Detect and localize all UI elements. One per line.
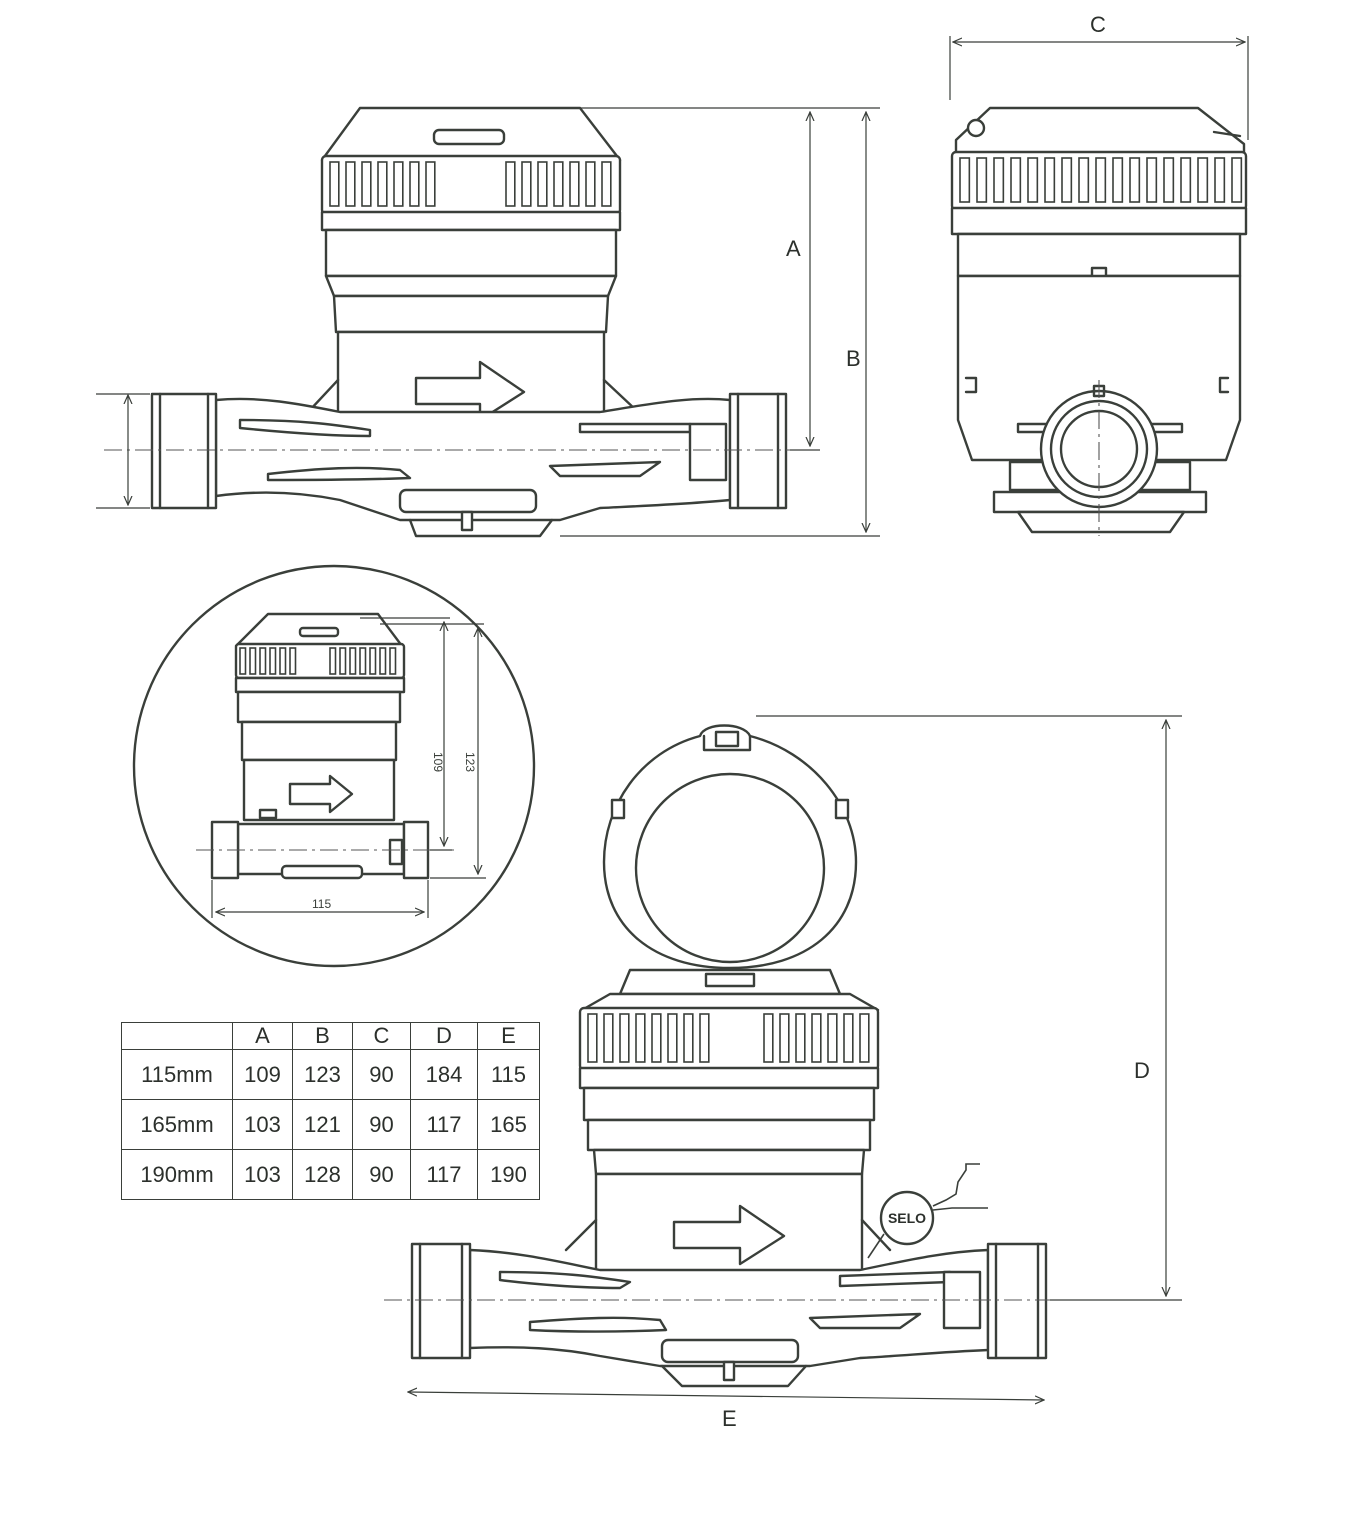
header-cell-c: C [352,1022,411,1050]
value-cell: 90 [352,1149,411,1200]
side-dimensions: C [949,12,1249,140]
row-size-cell: 190mm [121,1149,233,1200]
value-cell: 90 [352,1049,411,1100]
value-cell: 115 [477,1049,540,1100]
value-cell: 90 [352,1099,411,1150]
inset-view: 109 123 115 [132,564,536,968]
dimension-label-d: D [1134,1058,1150,1083]
dimension-label-a: A [786,236,801,261]
value-cell: 184 [410,1049,478,1100]
row-size-cell: 115mm [121,1049,233,1100]
inset-dim-123: 123 [463,752,477,772]
header-cell-blank [121,1022,233,1050]
value-cell: 190 [477,1149,540,1200]
lid-open-view: SELO [384,724,1070,1388]
value-cell: 128 [292,1149,353,1200]
inset-dim-115: 115 [312,897,331,911]
table-row: 190mm 103 128 90 117 190 [121,1149,540,1200]
front-dimensions: A B [96,107,880,537]
header-cell-e: E [477,1022,540,1050]
value-cell: 121 [292,1099,353,1150]
inset-dim-109: 109 [431,752,445,772]
value-cell: 103 [232,1149,293,1200]
seal-badge [879,1190,935,1246]
value-cell: 109 [232,1049,293,1100]
lid-view-dimensions: D E [408,715,1182,1431]
seal-label: SELO [888,1210,926,1226]
header-cell-a: A [232,1022,293,1050]
table-header-row: A B C D E [121,1022,540,1050]
value-cell: 165 [477,1099,540,1150]
dimension-label-b: B [846,346,861,371]
dimensions-table: A B C D E 115mm 109 123 90 184 115 165mm… [121,1022,540,1200]
dimension-label-e: E [722,1406,737,1431]
header-cell-d: D [410,1022,478,1050]
value-cell: 103 [232,1099,293,1150]
value-cell: 123 [292,1049,353,1100]
header-cell-b: B [292,1022,353,1050]
side-view [950,106,1248,536]
table-row: 165mm 103 121 90 117 165 [121,1099,540,1150]
row-size-cell: 165mm [121,1099,233,1150]
table-row: 115mm 109 123 90 184 115 [121,1049,540,1100]
value-cell: 117 [410,1149,478,1200]
dimension-label-c: C [1090,12,1106,37]
value-cell: 117 [410,1099,478,1150]
front-view [104,106,810,538]
